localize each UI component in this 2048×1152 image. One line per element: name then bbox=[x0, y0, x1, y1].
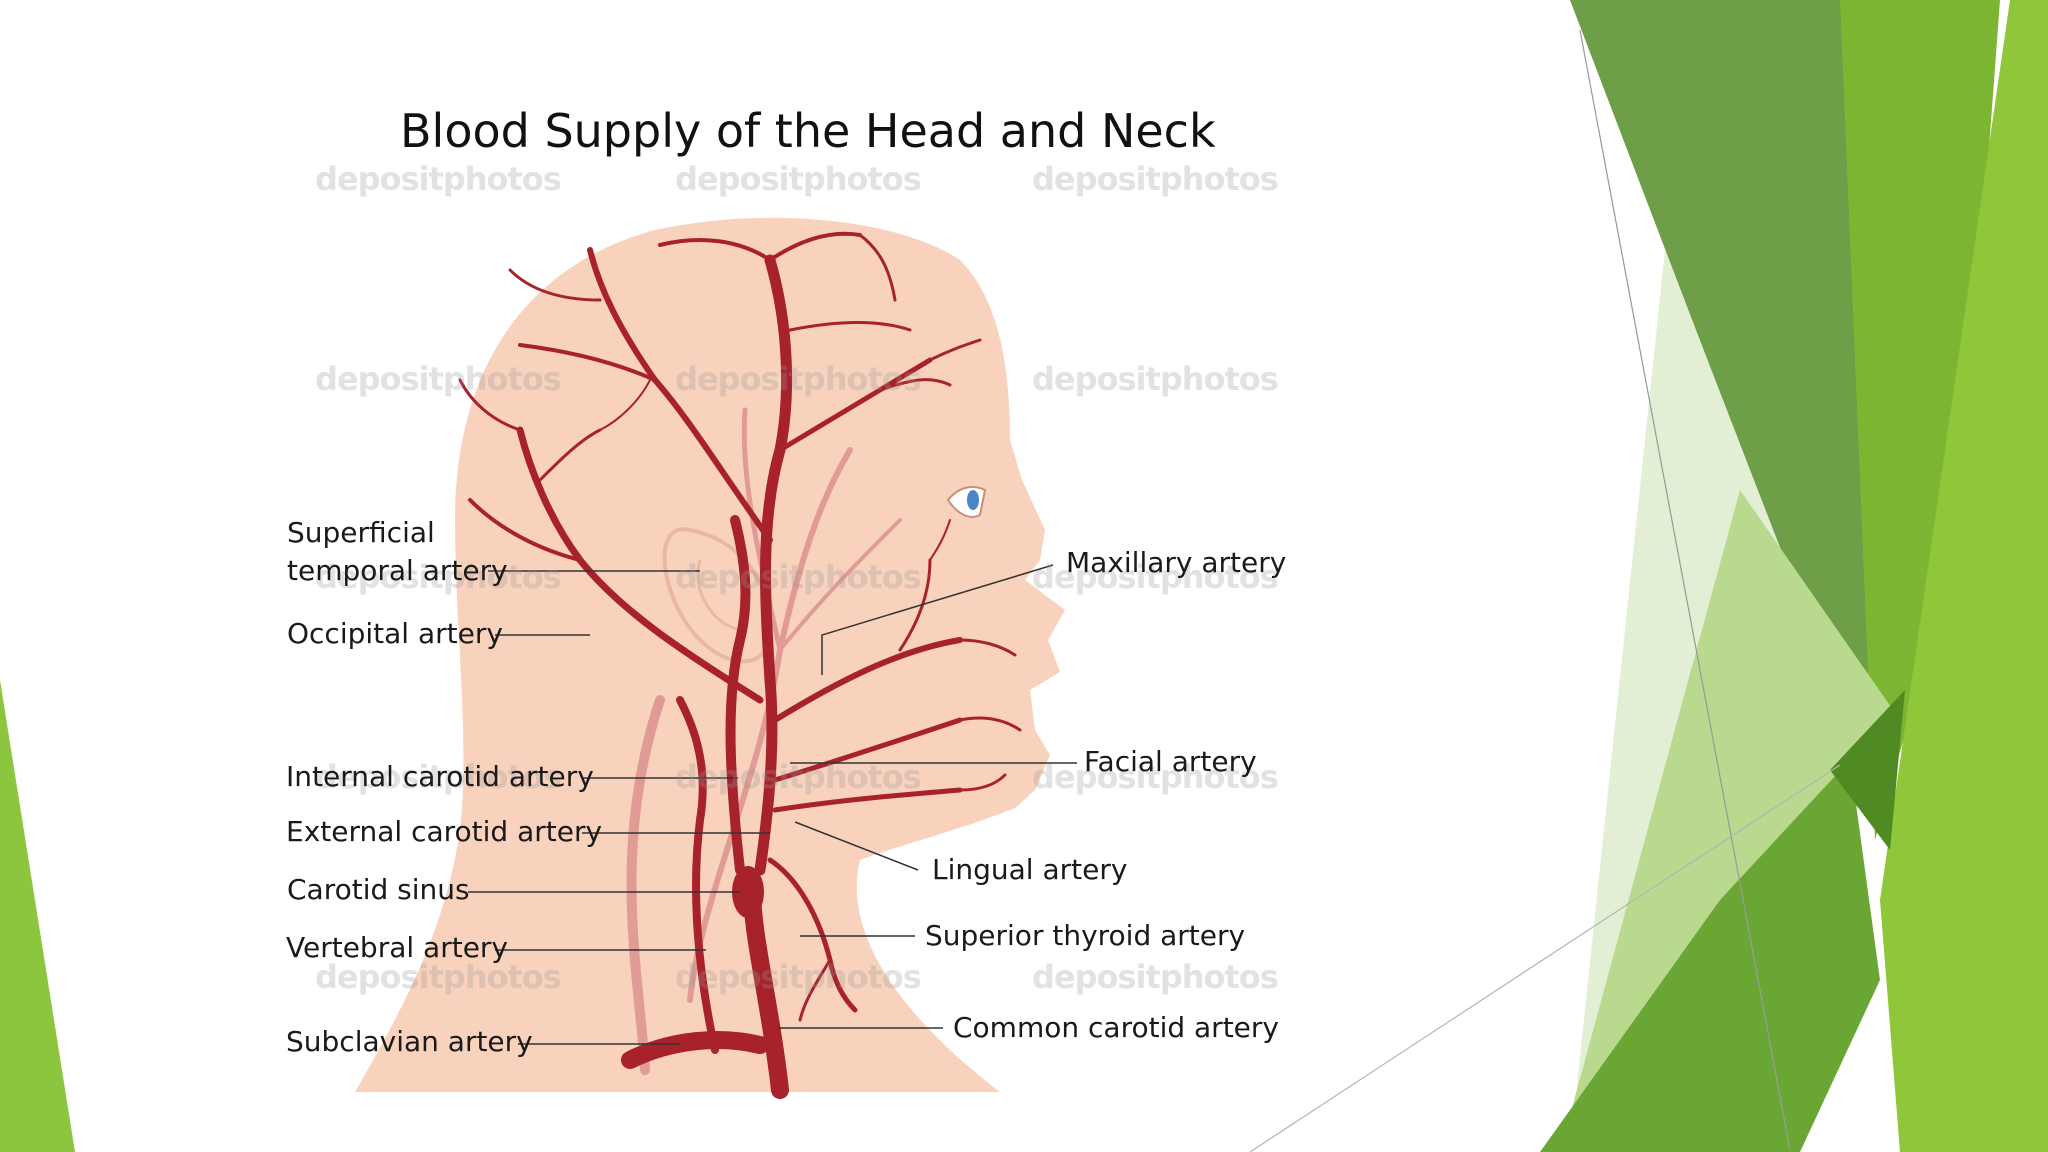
watermark: depositphotos bbox=[675, 958, 922, 996]
watermark: depositphotos bbox=[1032, 758, 1279, 796]
watermark: depositphotos bbox=[675, 558, 922, 596]
green-shape-deep bbox=[1830, 690, 1905, 850]
label-superficial-temporal-line1: Superficial bbox=[287, 516, 435, 549]
internal-carotid-vessel bbox=[725, 515, 751, 875]
label-external-carotid-artery: External carotid artery bbox=[286, 815, 603, 848]
green-shape-bottom bbox=[1540, 760, 1880, 1152]
watermark: depositphotos bbox=[1032, 360, 1279, 398]
label-vertebral-artery: Vertebral artery bbox=[286, 931, 509, 964]
label-superior-thyroid-artery: Superior thyroid artery bbox=[925, 919, 1246, 952]
watermark: depositphotos bbox=[315, 160, 562, 198]
watermark: depositphotos bbox=[1032, 958, 1279, 996]
green-shape-light bbox=[1560, 490, 1900, 1152]
watermark: depositphotos bbox=[675, 160, 922, 198]
label-subclavian-artery: Subclavian artery bbox=[286, 1025, 533, 1058]
watermark: depositphotos bbox=[675, 360, 922, 398]
subclavian-artery-vessel bbox=[621, 1031, 769, 1069]
label-maxillary-artery: Maxillary artery bbox=[1066, 546, 1287, 579]
watermark: depositphotos bbox=[315, 958, 562, 996]
leader-maxillary bbox=[821, 564, 1054, 675]
watermark: depositphotos bbox=[315, 360, 562, 398]
arteries bbox=[458, 231, 1022, 1099]
label-lingual-artery: Lingual artery bbox=[932, 853, 1128, 886]
left-green-strip bbox=[0, 680, 75, 1152]
watermark: depositphotos bbox=[675, 758, 922, 796]
watermark: depositphotos bbox=[1032, 558, 1279, 596]
label-superficial-temporal-line2: temporal artery bbox=[287, 554, 508, 587]
green-shape-mid bbox=[1840, 0, 2000, 840]
external-carotid-vessel bbox=[754, 254, 793, 876]
vertebral-vessel bbox=[676, 696, 719, 1054]
diagram-title: Blood Supply of the Head and Neck bbox=[400, 104, 1216, 158]
thin-line-2 bbox=[1249, 764, 1841, 1152]
green-shape-bright bbox=[1880, 0, 2048, 1152]
label-facial-artery: Facial artery bbox=[1084, 745, 1257, 778]
label-internal-carotid-artery: Internal carotid artery bbox=[286, 760, 594, 793]
carotid-sinus-bulb bbox=[732, 866, 764, 918]
watermark: depositphotos bbox=[1032, 160, 1279, 198]
green-shape-dark bbox=[1570, 0, 1905, 760]
leader-lingual bbox=[794, 821, 919, 871]
label-common-carotid-artery: Common carotid artery bbox=[953, 1011, 1279, 1044]
label-occipital-artery: Occipital artery bbox=[287, 617, 503, 650]
label-carotid-sinus: Carotid sinus bbox=[287, 873, 470, 906]
watermark: depositphotos bbox=[315, 758, 562, 796]
thin-line-1 bbox=[1579, 29, 1791, 1151]
watermark: depositphotos bbox=[315, 558, 562, 596]
eye-iris bbox=[967, 490, 979, 510]
ear-inner bbox=[696, 559, 746, 632]
head-silhouette bbox=[355, 217, 1065, 1092]
